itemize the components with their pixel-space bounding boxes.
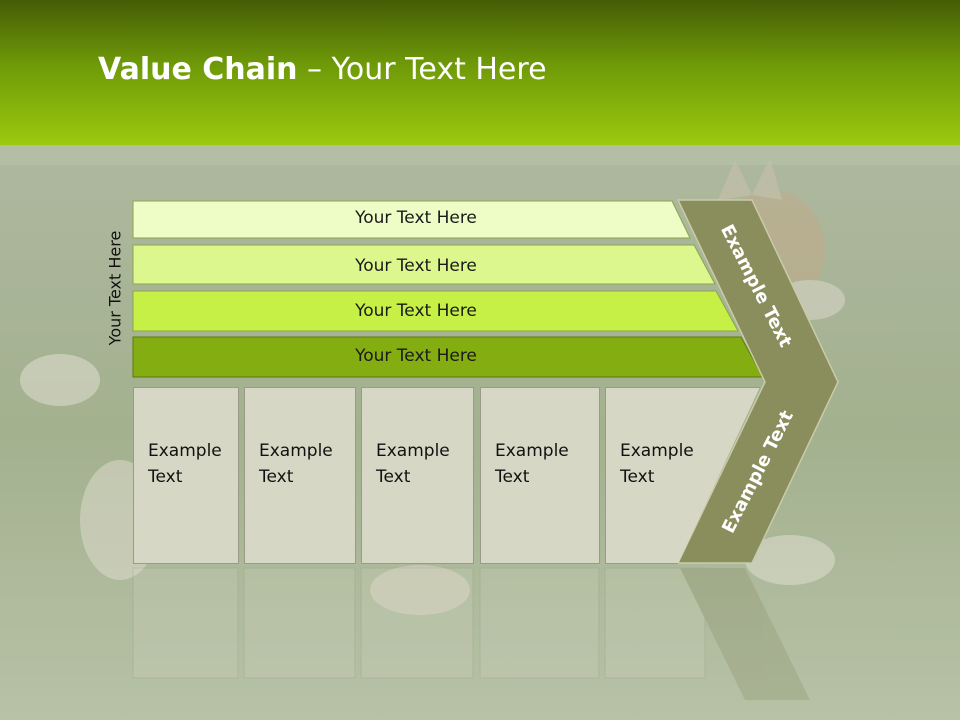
bar-label-4: Your Text Here [355, 346, 477, 366]
slide-title: Value Chain – Your Text Here [98, 52, 547, 87]
card-2-line1: Example [259, 441, 333, 461]
card-5-line1: Example [620, 441, 694, 461]
card-1-line1: Example [148, 441, 222, 461]
card-2-line2: Text [259, 467, 294, 487]
card-1-line2: Text [148, 467, 183, 487]
header-band [0, 0, 960, 145]
card-5-line2: Text [620, 467, 655, 487]
bar-label-3: Your Text Here [355, 301, 477, 321]
card-1: Example Text [133, 387, 239, 564]
bar-label-2: Your Text Here [355, 256, 477, 276]
card-2: Example Text [244, 387, 356, 564]
bar-2 [132, 244, 716, 285]
title-rest: – Your Text Here [297, 52, 547, 87]
bar-3 [132, 290, 739, 332]
bar-1 [132, 200, 691, 239]
bar-label-1: Your Text Here [355, 208, 477, 228]
title-bold: Value Chain [98, 52, 298, 87]
card-4-line1: Example [495, 441, 569, 461]
card-4-line2: Text [495, 467, 530, 487]
card-3: Example Text [361, 387, 474, 564]
chevron-shape [676, 199, 839, 564]
card-3-line2: Text [376, 467, 411, 487]
card-3-line1: Example [376, 441, 450, 461]
card-4: Example Text [480, 387, 600, 564]
